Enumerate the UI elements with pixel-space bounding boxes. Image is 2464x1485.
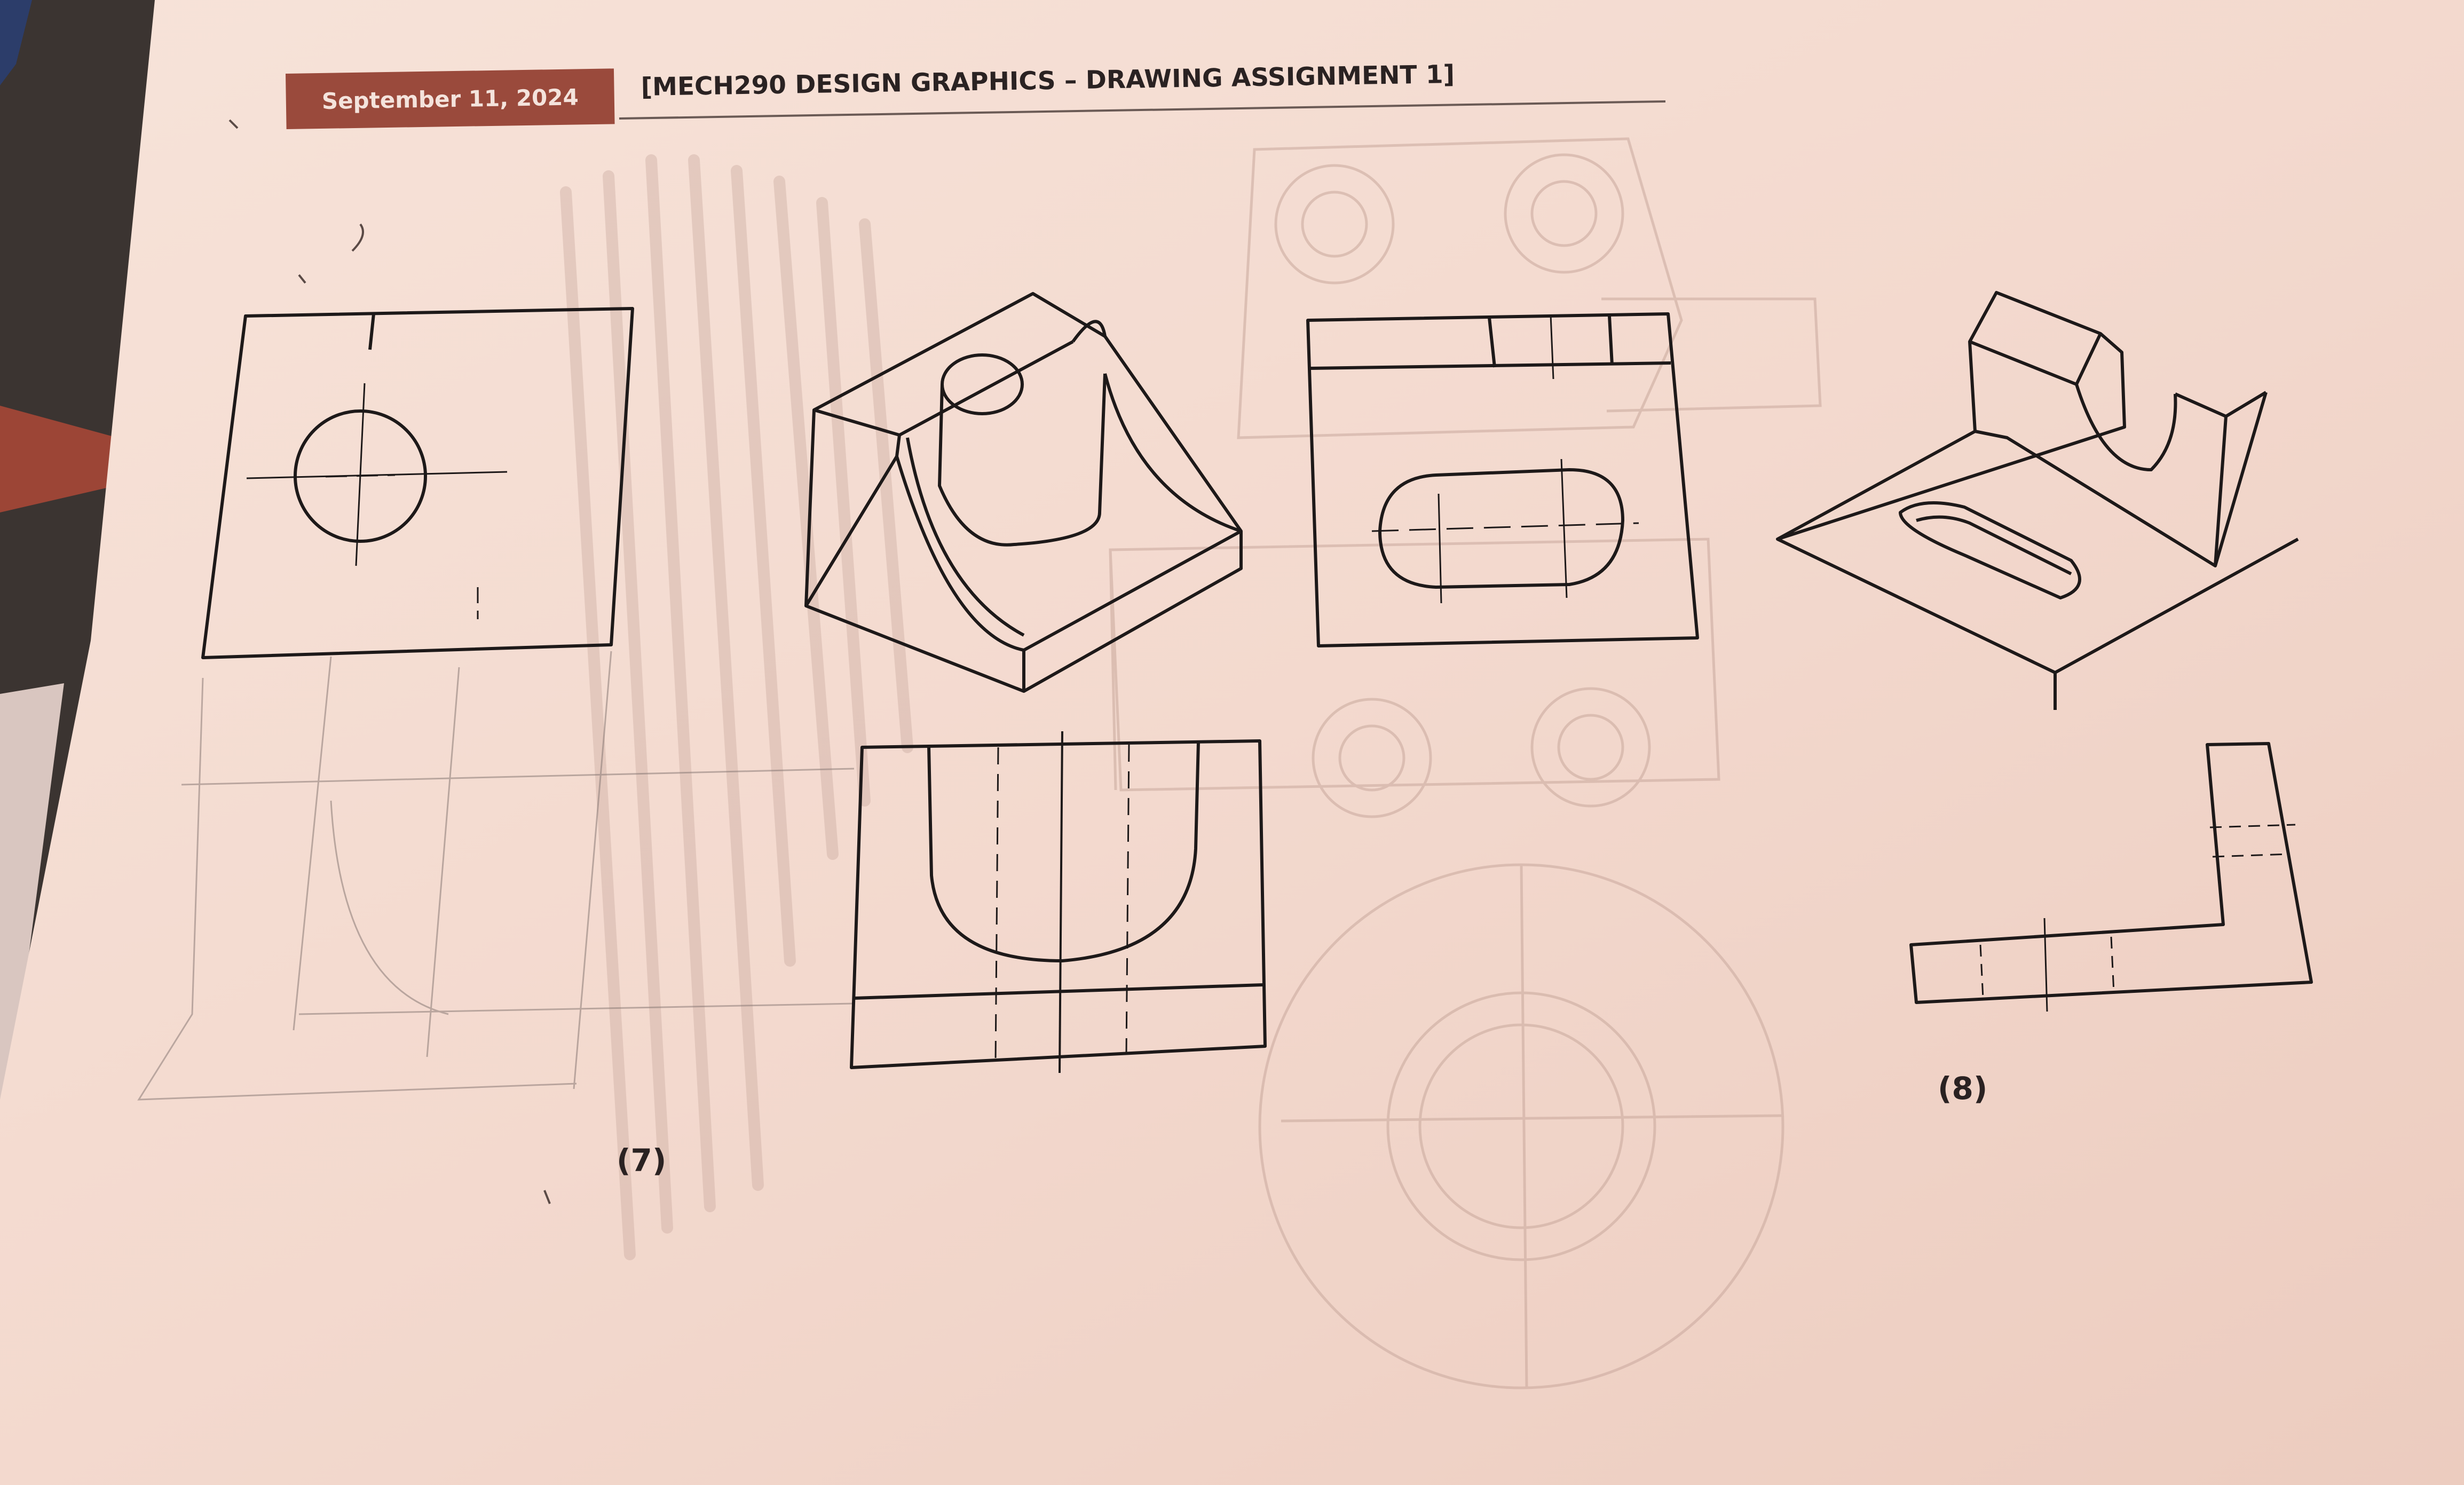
header-date: September 11, 2024 — [286, 68, 615, 129]
fig8-top-view — [1306, 312, 1699, 647]
pencil-construction-lines — [137, 651, 855, 1101]
header-rule — [619, 100, 1666, 120]
fig7-front-view — [850, 731, 1267, 1073]
pencil-marks — [228, 119, 551, 1204]
figure-label-7: (7) — [617, 1142, 667, 1179]
figure-label-8: (8) — [1938, 1070, 1988, 1107]
under-sheet — [0, 683, 64, 1100]
bleed-through-text — [560, 154, 913, 1260]
fig7-isometric-view — [804, 292, 1243, 693]
bleed-through-drawing — [1109, 137, 1822, 1389]
fig7-top-view — [201, 307, 634, 659]
blue-object — [0, 0, 32, 85]
fig8-front-view — [1909, 742, 2313, 1012]
red-reflection — [0, 406, 139, 512]
fig8-isometric-view — [1776, 291, 2299, 710]
